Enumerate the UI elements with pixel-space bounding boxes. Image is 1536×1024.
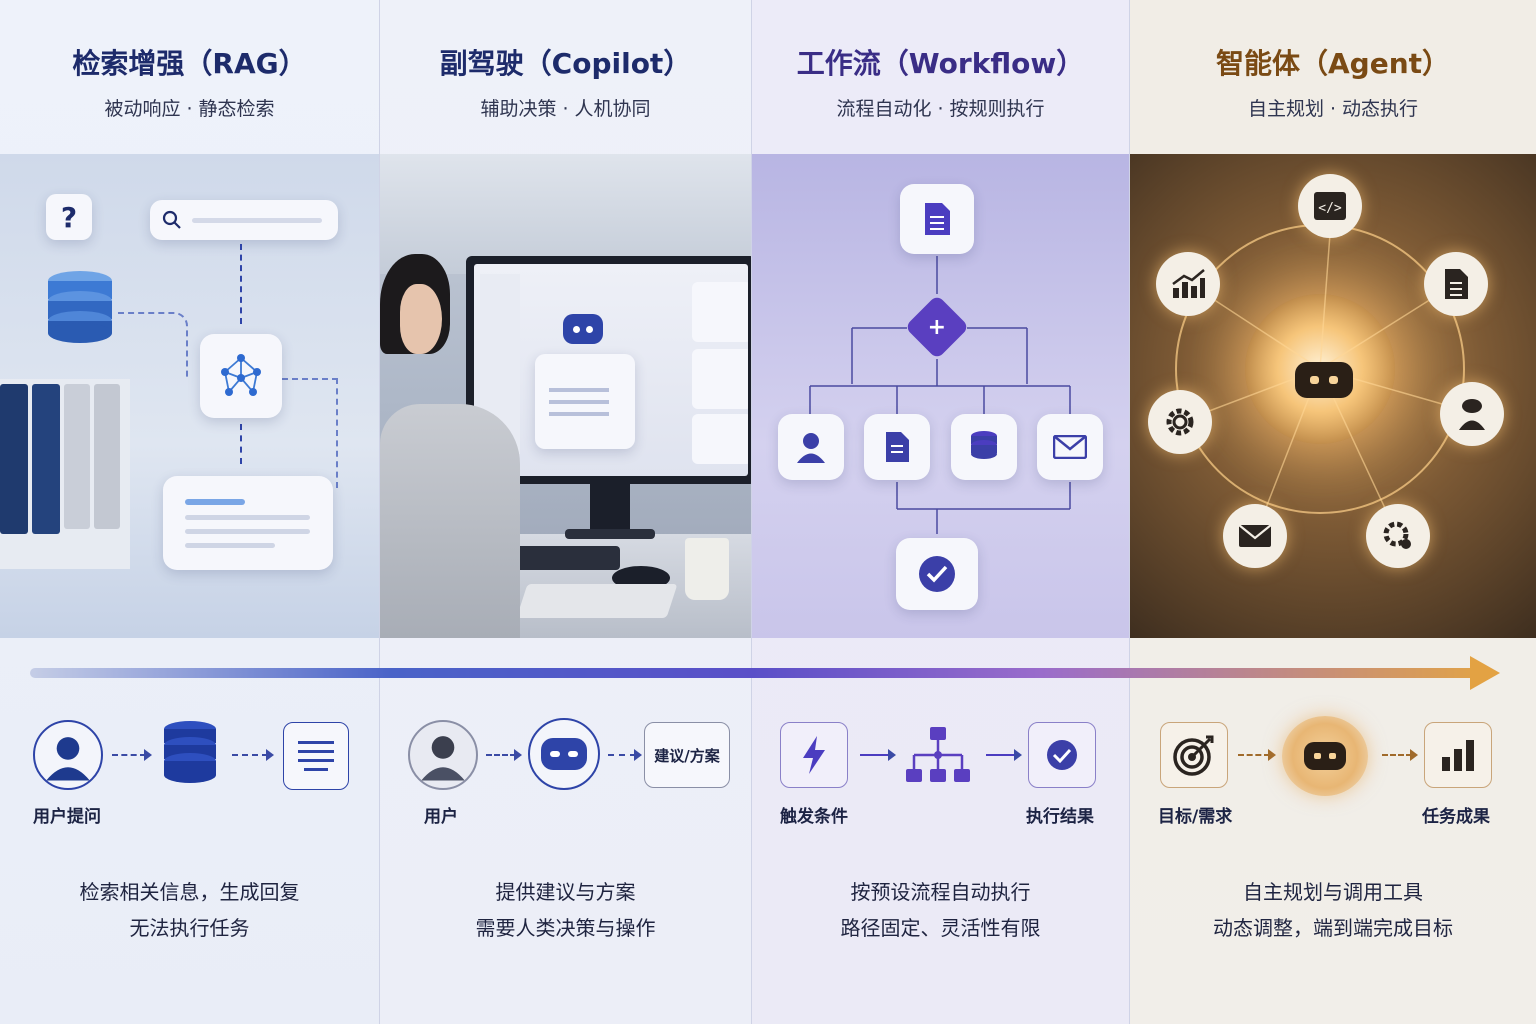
- evolution-arrow: [30, 668, 1475, 678]
- flow-label-goal: 目标/需求: [1158, 807, 1233, 827]
- monitor-base: [565, 529, 655, 539]
- lightning-icon: [780, 722, 848, 788]
- settings-user-icon: [1366, 504, 1430, 568]
- hierarchy-icon: [902, 722, 974, 788]
- flow-arrow: [1238, 749, 1276, 761]
- notebook: [516, 584, 678, 618]
- flow-label-outcome: 任务成果: [1422, 807, 1490, 827]
- document-icon: [864, 414, 930, 480]
- agent-desc-line1: 自主规划与调用工具: [1243, 880, 1423, 904]
- monitor-stand: [590, 484, 630, 534]
- workflow-illustration: +: [752, 154, 1129, 638]
- keyboard: [510, 546, 620, 570]
- gear-icon: [1148, 390, 1212, 454]
- agent-desc-line2: 动态调整，端到端完成目标: [1213, 916, 1453, 940]
- suggestion-box: 建议/方案: [644, 722, 730, 788]
- flow-arrow: [232, 749, 274, 761]
- flow-label-user: 用户: [424, 807, 458, 827]
- evolution-arrow-head: [1470, 656, 1500, 690]
- workflow-subtitle: 流程自动化 · 按规则执行: [836, 98, 1045, 120]
- mail-icon: [1223, 504, 1287, 568]
- search-icon: [162, 210, 181, 229]
- column-copilot: 副驾驶（Copilot） 辅助决策 · 人机协同: [380, 0, 752, 1024]
- column-agent: 智能体（Agent） 自主规划 · 动态执行 </>: [1130, 0, 1536, 1024]
- answer-card: [163, 476, 333, 570]
- bar-chart-icon: [1424, 722, 1492, 788]
- dashed-connector: [240, 424, 242, 464]
- dashed-connector: [240, 244, 242, 324]
- copilot-illustration: [380, 154, 751, 638]
- check-icon: [896, 538, 978, 610]
- rag-illustration: ?: [0, 154, 379, 638]
- user-icon: [778, 414, 844, 480]
- copilot-desc-line2: 需要人类决策与操作: [475, 916, 656, 940]
- rag-subtitle: 被动响应 · 静态检索: [104, 98, 275, 120]
- network-icon: [200, 334, 282, 418]
- user-avatar-icon: [33, 720, 103, 790]
- workflow-connectors: [809, 256, 1071, 534]
- robot-icon: [563, 314, 603, 344]
- copilot-subtitle: 辅助决策 · 人机协同: [480, 98, 651, 120]
- workflow-desc-line2: 路径固定、灵活性有限: [840, 916, 1041, 940]
- flow-label-trigger: 触发条件: [780, 807, 848, 827]
- database-icon: [160, 718, 220, 788]
- column-workflow: 工作流（Workflow） 流程自动化 · 按规则执行: [752, 0, 1130, 1024]
- agent-illustration: </>: [1130, 154, 1536, 638]
- rag-desc-line2: 无法执行任务: [129, 916, 250, 940]
- copilot-desc-line1: 提供建议与方案: [495, 880, 636, 904]
- person-body: [380, 404, 520, 638]
- dashed-connector: [118, 312, 188, 378]
- agent-subtitle: 自主规划 · 动态执行: [1247, 98, 1419, 120]
- person-face: [400, 284, 442, 354]
- document-icon: [900, 184, 974, 254]
- database-icon: [46, 269, 114, 344]
- chart-icon: [1156, 252, 1220, 316]
- database-icon: [951, 414, 1017, 480]
- flow-arrow: [486, 749, 522, 761]
- mug: [685, 538, 729, 600]
- document-icon: [283, 722, 349, 790]
- flow-label-result: 执行结果: [1026, 807, 1094, 827]
- rag-title: 检索增强（RAG）: [72, 47, 307, 80]
- dashed-connector: [282, 378, 338, 488]
- flow-arrow: [112, 749, 152, 761]
- flow-arrow: [986, 749, 1022, 761]
- svg-text:</>: </>: [1318, 201, 1342, 216]
- agent-title: 智能体（Agent）: [1215, 47, 1451, 80]
- rag-desc-line1: 检索相关信息，生成回复: [79, 880, 300, 904]
- binder-icon: [32, 384, 60, 534]
- user-avatar-icon: [408, 720, 478, 790]
- flow-arrow: [608, 749, 642, 761]
- binder-icon: [64, 384, 90, 529]
- flow-label-user-question: 用户提问: [33, 807, 101, 827]
- copilot-title: 副驾驶（Copilot）: [439, 47, 692, 80]
- workflow-title: 工作流（Workflow）: [796, 47, 1085, 80]
- user-database-icon: [1440, 382, 1504, 446]
- office-window: [380, 154, 751, 274]
- column-rag: 检索增强（RAG） 被动响应 · 静态检索 ?: [0, 0, 380, 1024]
- robot-icon: [528, 718, 600, 790]
- mail-icon: [1037, 414, 1103, 480]
- agent-brain-icon: [1282, 716, 1368, 796]
- suggestion-text: 建议/方案: [654, 746, 720, 765]
- target-icon: [1160, 722, 1228, 788]
- check-icon: [1028, 722, 1096, 788]
- search-bar: [150, 200, 338, 240]
- agent-robot-icon: [1295, 362, 1353, 398]
- question-icon: ?: [46, 194, 92, 240]
- flow-arrow: [1382, 749, 1418, 761]
- workflow-desc-line1: 按预设流程自动执行: [850, 880, 1031, 904]
- document-icon: [1424, 252, 1488, 316]
- flow-arrow: [860, 749, 896, 761]
- code-icon: </>: [1298, 174, 1362, 238]
- binder-icon: [0, 384, 28, 534]
- assistant-card: [535, 354, 635, 449]
- binder-icon: [94, 384, 120, 529]
